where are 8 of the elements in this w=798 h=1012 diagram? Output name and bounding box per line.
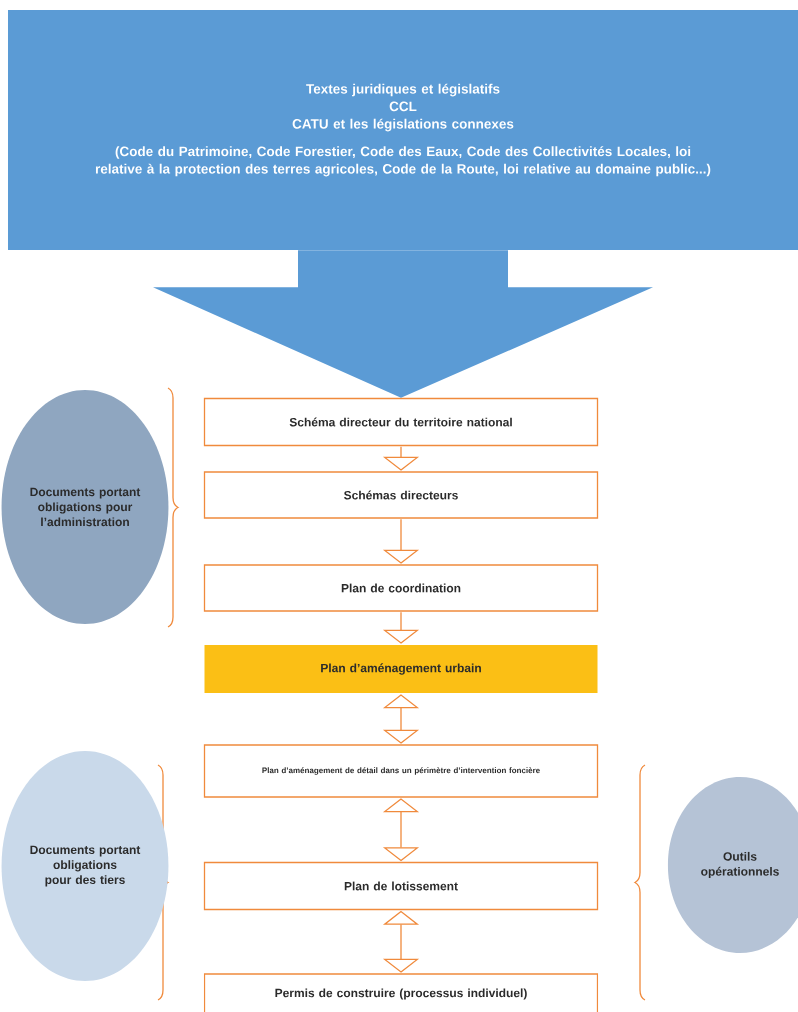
arrow <box>382 910 420 973</box>
arrow <box>382 798 420 862</box>
process-box: Schéma directeur du territoire national <box>203 397 599 447</box>
arrow <box>382 694 420 744</box>
arrow <box>153 250 653 398</box>
process-box: Permis de construire (processus individuel) <box>203 973 599 1012</box>
legal-texts-box: Textes juridiques et législatifs CCL CATU et les législations connexes (Code du Patrimoine, Code Forestier, Code des Eaux, Code des Collectivités Locales, loi relative à la protection des terres agricoles, Code de la Route, loi relative au domaine public...) <box>8 10 798 250</box>
highlighted-box: Plan d’aménagement urbain <box>204 645 598 693</box>
